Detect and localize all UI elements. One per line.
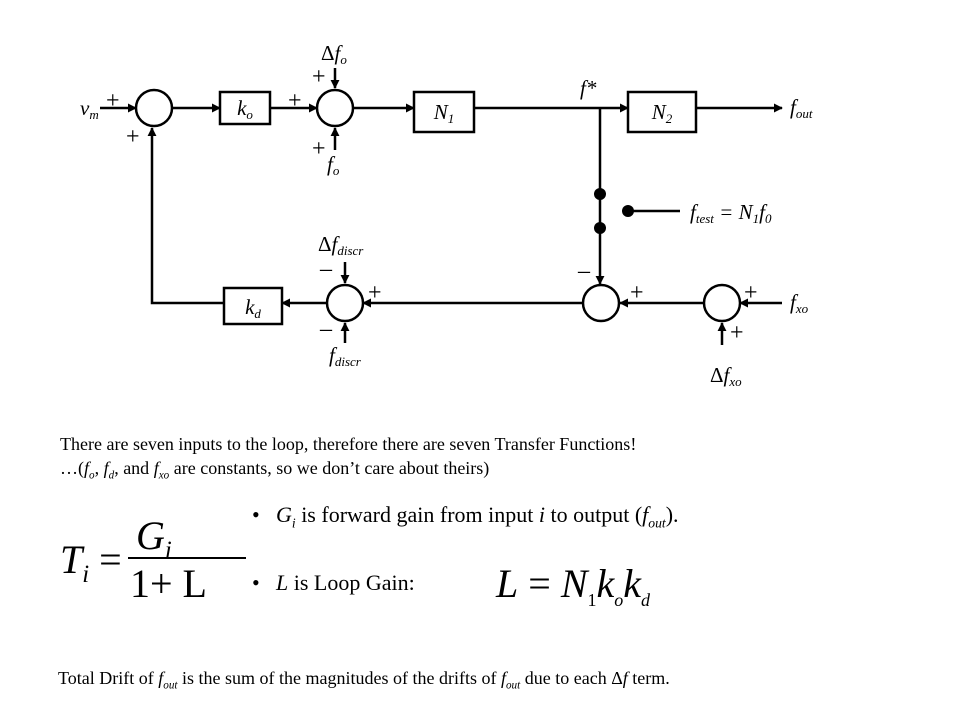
switch-contact-top — [594, 188, 606, 200]
block-ko-label: ko — [237, 96, 253, 122]
label-fxo: fxo — [790, 290, 809, 316]
label-fstar: f* — [580, 76, 597, 100]
block-n1 — [412, 90, 476, 134]
label-fout: fout — [790, 95, 813, 121]
formula-lhs: Ti = — [60, 537, 122, 588]
label-vm: vm — [80, 96, 99, 122]
block-kd — [222, 286, 284, 326]
summing-junction-3 — [581, 283, 621, 323]
summing-junction-1 — [134, 88, 174, 128]
label-delta-fdiscr: Δfdiscr — [318, 232, 364, 258]
sign-sum5-top: – — [319, 256, 333, 282]
block-kd-label: kd — [245, 295, 261, 321]
sign-sum1-left: + — [106, 88, 120, 114]
sign-sum5-bottom: – — [319, 316, 333, 342]
total-drift-note: Total Drift of fout is the sum of the ma… — [58, 668, 670, 692]
explanation-line-2: …(fo, fd, and fxo are constants, so we d… — [60, 458, 490, 482]
formula-denominator: 1+ L — [130, 561, 207, 606]
sign-sum5-right: + — [368, 280, 382, 306]
explanation-paragraph: There are seven inputs to the loop, ther… — [60, 432, 636, 488]
sign-sum2-top: + — [312, 64, 326, 90]
label-fo: fo — [327, 152, 340, 178]
bullet-forward-gain: •Gi is forward gain from input i to outp… — [252, 502, 679, 531]
explanation-line-1: There are seven inputs to the loop, ther… — [60, 434, 637, 454]
block-n1-label: N1 — [433, 100, 455, 126]
pll-block-diagram: ko N1 N2 kd vm Δfo fo f* fout ftest = N1… — [80, 41, 813, 389]
wire-feedback — [147, 127, 224, 305]
bullet-loop-gain: •L is Loop Gain: — [252, 570, 415, 595]
block-n2 — [626, 90, 698, 134]
sign-sum4-bottom: + — [730, 320, 744, 346]
sign-sum4-right: + — [744, 280, 758, 306]
summing-junction-5 — [325, 283, 365, 323]
sign-sum1-bottom: + — [126, 124, 140, 150]
sign-sum2-bottom: + — [312, 136, 326, 162]
sign-sum2-left: + — [288, 88, 302, 114]
sign-sum3-right: + — [630, 280, 644, 306]
sign-sum3-top: – — [577, 258, 591, 284]
block-ko — [218, 90, 272, 126]
block-n2-label: N2 — [651, 100, 673, 126]
summing-junction-2 — [315, 88, 355, 128]
label-fdiscr: fdiscr — [329, 343, 362, 369]
label-ftest: ftest = N1f0 — [690, 200, 772, 226]
switch-contact-test — [622, 205, 634, 217]
switch-contact-bottom — [594, 222, 606, 234]
formula-numerator: Gi — [136, 513, 172, 564]
label-delta-fo: Δfo — [321, 41, 347, 67]
fraction-bar — [128, 557, 246, 559]
summing-junction-4 — [702, 283, 742, 323]
loop-gain-formula: L = N1kokd — [496, 561, 651, 610]
label-delta-fxo: Δfxo — [710, 363, 742, 389]
